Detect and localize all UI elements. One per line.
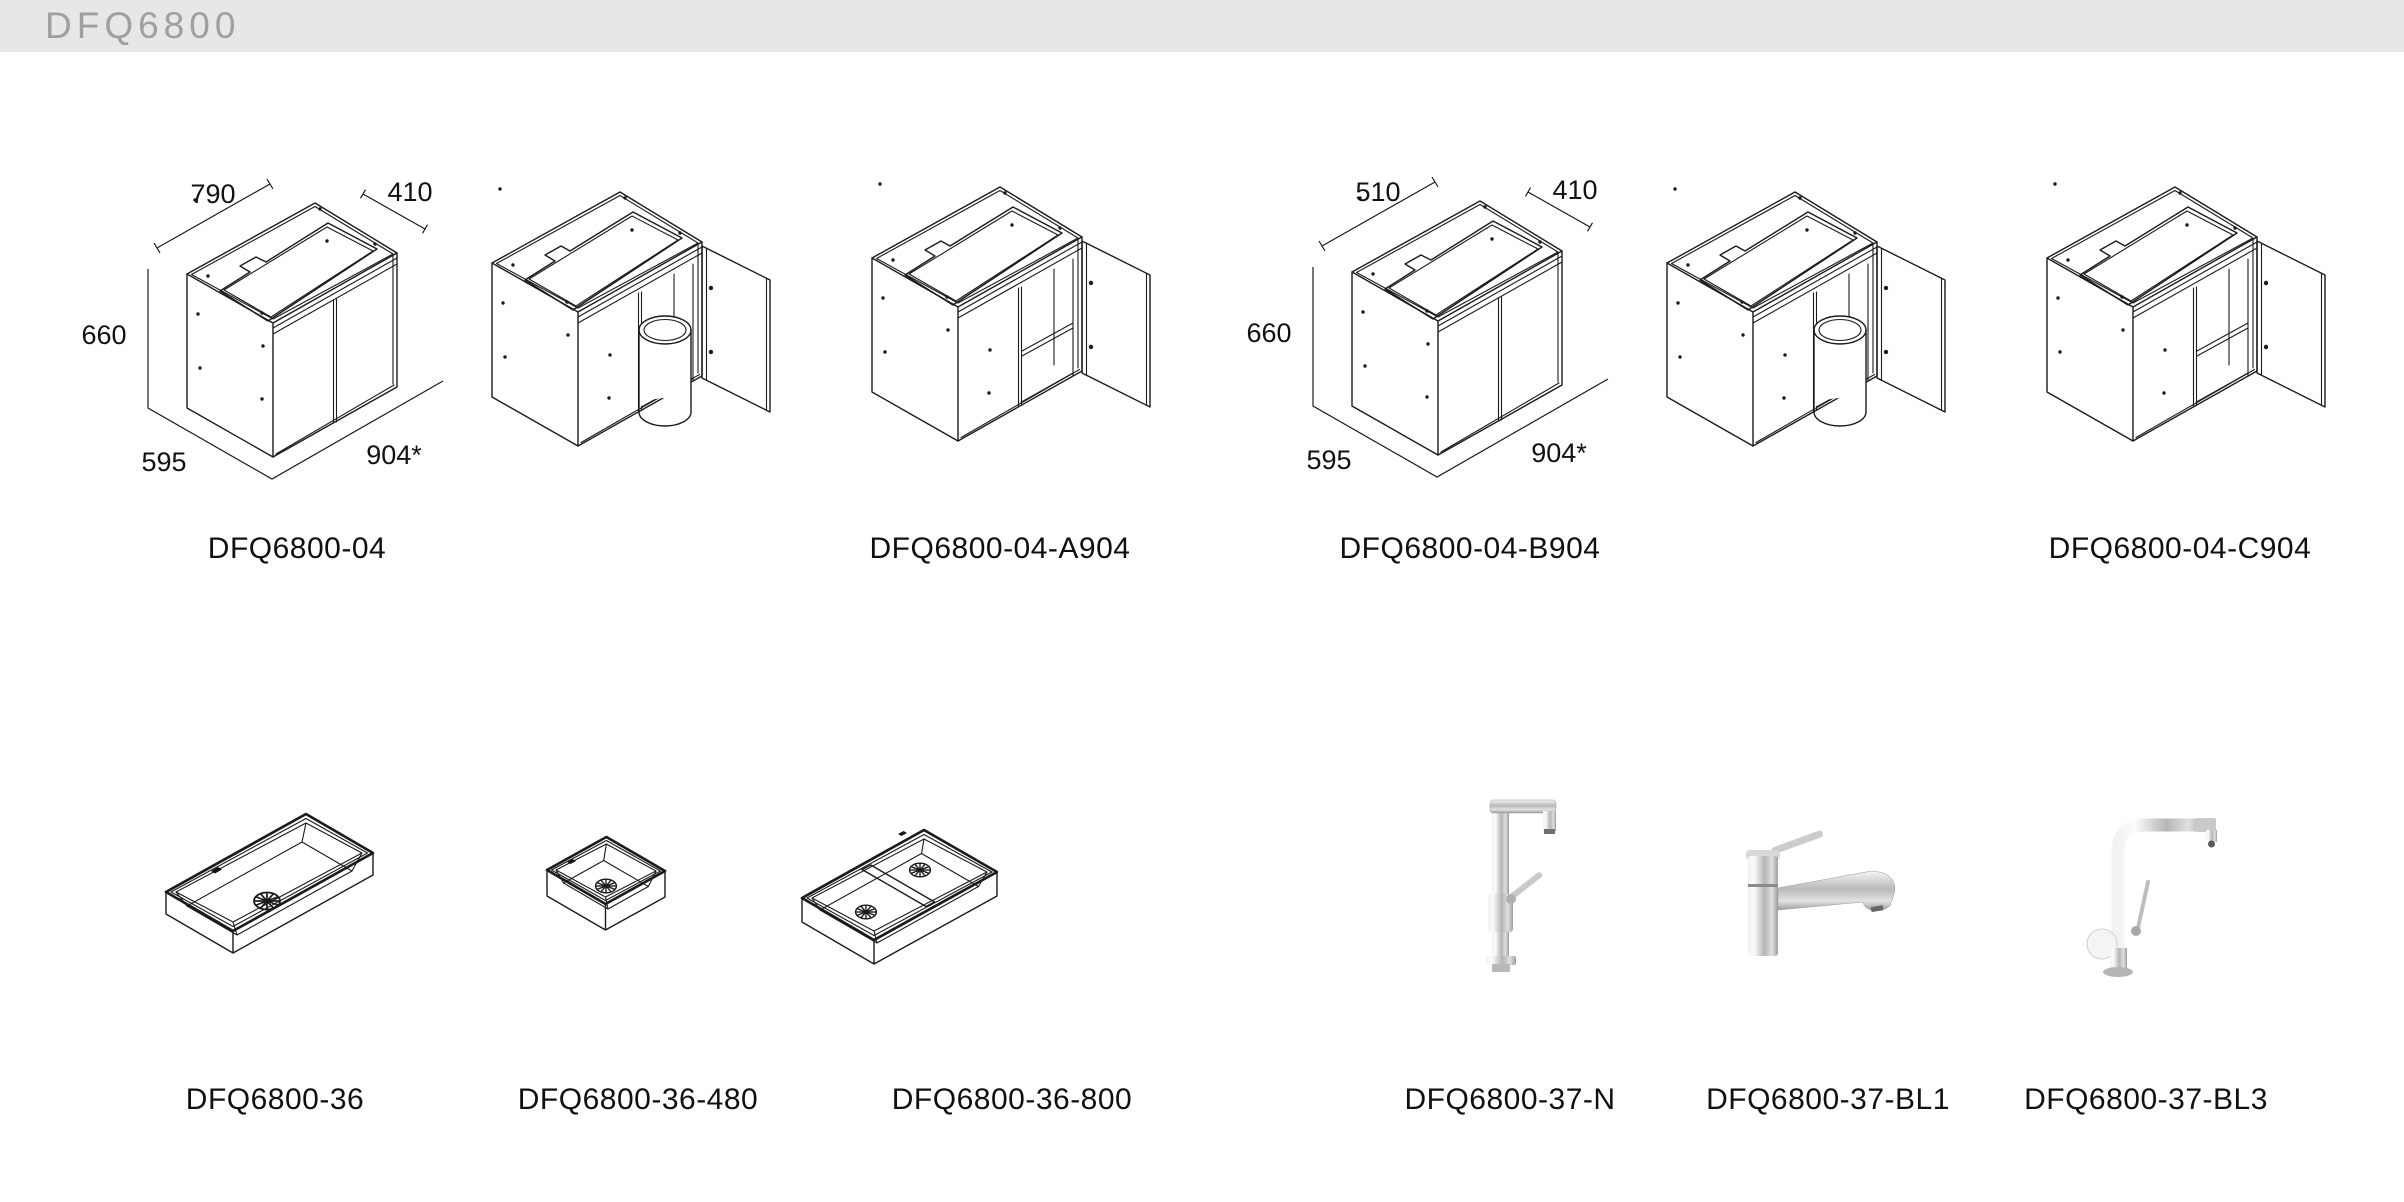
dim-height-2: 660 <box>1246 318 1291 348</box>
dim-height-1: 660 <box>81 320 126 350</box>
sink-drawing-double <box>798 792 998 968</box>
dim-top-depth-2: 410 <box>1552 175 1597 205</box>
cabinet-drawing-dimensioned-1: 790 410 660 595 904* <box>81 177 470 516</box>
dim-overall-1: 904* <box>366 440 422 470</box>
product-code-dfq6800-37-bl3: DFQ6800-37-BL3 <box>2024 1083 2268 1116</box>
product-code-dfq6800-04: DFQ6800-04 <box>207 532 387 565</box>
cabinet-drawing-open-1 <box>840 175 1170 455</box>
product-code-dfq6800-04-a904: DFQ6800-04-A904 <box>869 532 1131 565</box>
dim-top-depth-1: 410 <box>387 177 432 207</box>
dim-width-2: 510 <box>1355 177 1400 207</box>
product-code-dfq6800-36: DFQ6800-36 <box>185 1083 365 1116</box>
cabinet-drawing-open-2 <box>2015 175 2345 455</box>
dim-depth-2: 595 <box>1306 445 1351 475</box>
product-code-dfq6800-04-c904: DFQ6800-04-C904 <box>2048 532 2312 565</box>
faucet-image-n <box>1486 799 1557 972</box>
dim-overall-2: 904* <box>1531 438 1587 468</box>
faucet-image-bl1 <box>1746 830 1896 956</box>
dim-width-1: 790 <box>190 179 235 209</box>
page-title: DFQ6800 <box>45 5 241 46</box>
faucet-image-bl3 <box>2086 818 2217 977</box>
product-code-dfq6800-04-b904: DFQ6800-04-B904 <box>1339 532 1601 565</box>
dim-depth-1: 595 <box>141 447 186 477</box>
header-bar: DFQ6800 <box>0 0 2404 52</box>
sink-drawing-small <box>544 800 670 942</box>
cabinet-drawing-dimensioned-2: 510 410 660 595 904* <box>1246 175 1635 514</box>
cabinet-drawing-bin-2 <box>1635 180 1965 460</box>
product-code-dfq6800-36-480: DFQ6800-36-480 <box>517 1083 759 1116</box>
cabinet-drawing-bin-1 <box>460 180 790 460</box>
product-code-dfq6800-37-bl1: DFQ6800-37-BL1 <box>1706 1083 1950 1116</box>
sink-drawing-large <box>162 796 386 964</box>
product-code-dfq6800-37-n: DFQ6800-37-N <box>1404 1083 1616 1116</box>
product-code-dfq6800-36-800: DFQ6800-36-800 <box>891 1083 1133 1116</box>
